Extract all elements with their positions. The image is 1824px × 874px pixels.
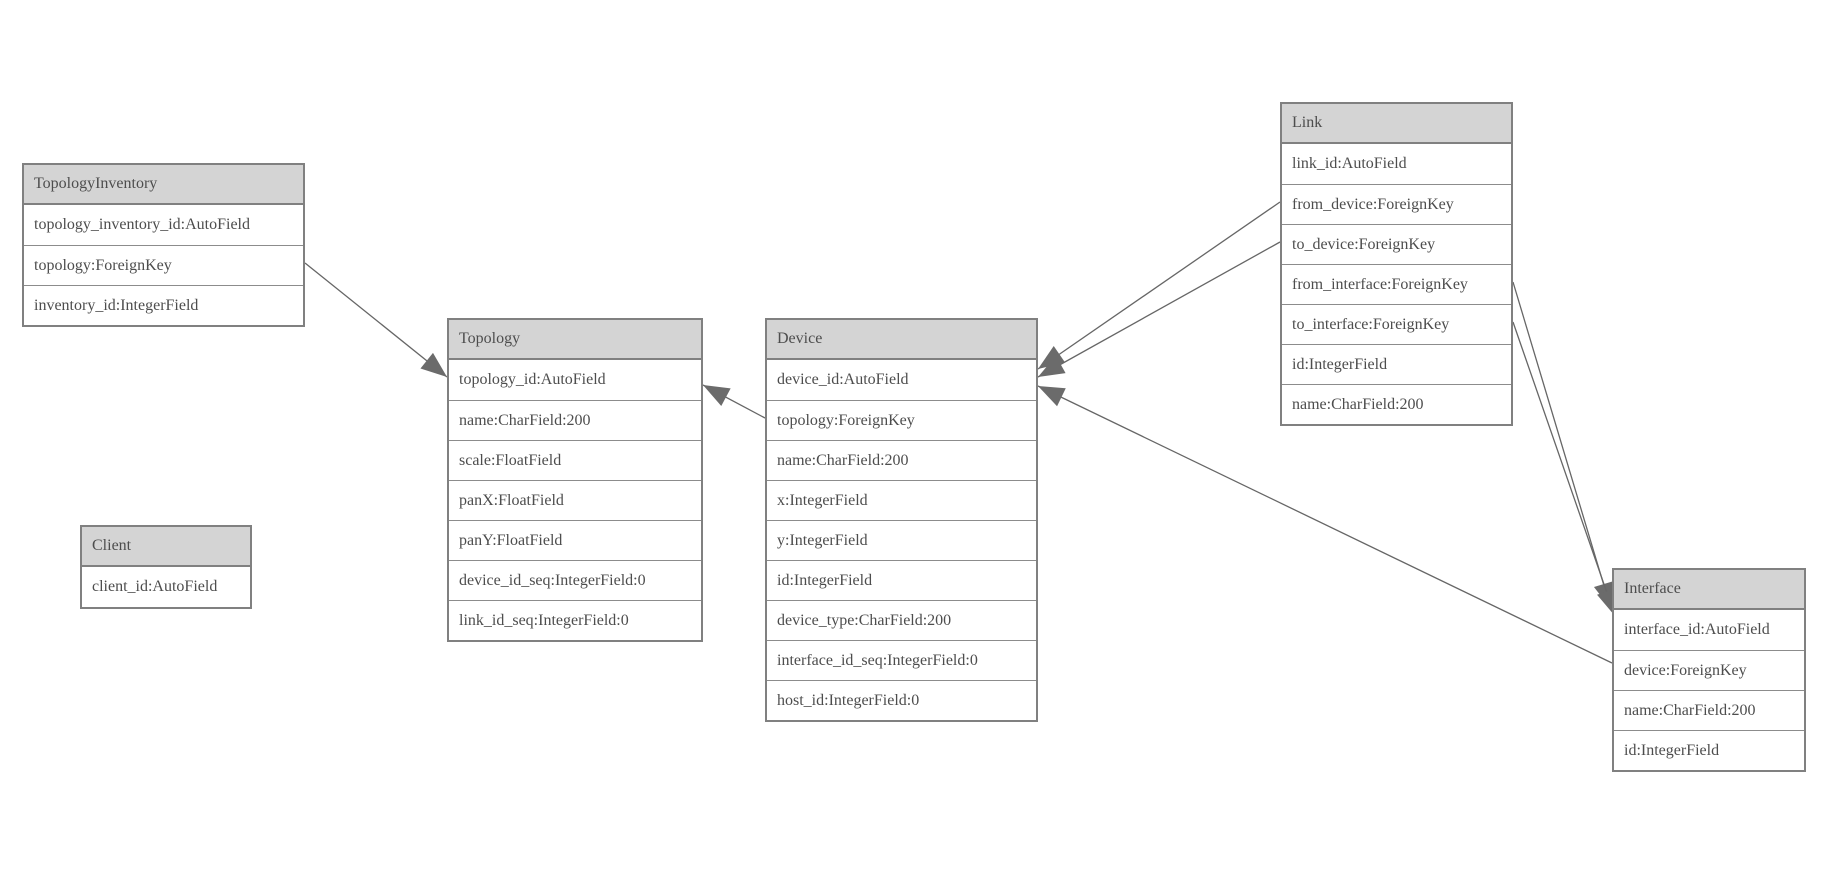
field-row: id:IntegerField [1614,730,1804,770]
field-row: scale:FloatField [449,440,701,480]
field-row: topology_inventory_id:AutoField [24,205,303,245]
field-row: from_device:ForeignKey [1282,184,1511,224]
field-row: client_id:AutoField [82,567,250,607]
edge-interface-device-arrowhead [1038,386,1066,407]
table-topologyinventory-title: TopologyInventory [24,165,303,205]
field-row: to_device:ForeignKey [1282,224,1511,264]
table-topology-title: Topology [449,320,701,360]
field-row: to_interface:ForeignKey [1282,304,1511,344]
field-row: device:ForeignKey [1614,650,1804,690]
field-row: topology:ForeignKey [24,245,303,285]
field-row: inventory_id:IntegerField [24,285,303,325]
edge-device-topology-arrowhead [703,385,731,407]
field-row: link_id:AutoField [1282,144,1511,184]
edge-link-from-device[interactable] [1037,201,1281,370]
field-row: name:CharField:200 [449,400,701,440]
field-row: device_id_seq:IntegerField:0 [449,560,701,600]
field-row: interface_id_seq:IntegerField:0 [767,640,1036,680]
field-row: device_id:AutoField [767,360,1036,400]
field-row: name:CharField:200 [1282,384,1511,424]
edge-device-topology[interactable] [702,384,766,419]
field-row: device_type:CharField:200 [767,600,1036,640]
table-client-title: Client [82,527,250,567]
field-row: interface_id:AutoField [1614,610,1804,650]
field-row: link_id_seq:IntegerField:0 [449,600,701,640]
field-row: topology:ForeignKey [767,400,1036,440]
table-interface-title: Interface [1614,570,1804,610]
field-row: from_interface:ForeignKey [1282,264,1511,304]
field-row: name:CharField:200 [767,440,1036,480]
edge-link-from-interface[interactable] [1512,281,1612,610]
field-row: y:IntegerField [767,520,1036,560]
field-row: panY:FloatField [449,520,701,560]
field-row: name:CharField:200 [1614,690,1804,730]
field-row: host_id:IntegerField:0 [767,680,1036,720]
edge-topologyinventory-topology[interactable] [304,262,448,378]
table-device-title: Device [767,320,1036,360]
field-row: id:IntegerField [767,560,1036,600]
edge-interface-device[interactable] [1037,385,1613,664]
field-row: panX:FloatField [449,480,701,520]
field-row: x:IntegerField [767,480,1036,520]
edge-link-to-device[interactable] [1037,241,1281,378]
field-row: id:IntegerField [1282,344,1511,384]
table-link-title: Link [1282,104,1511,144]
edge-link-to-interface[interactable] [1512,321,1616,617]
field-row: topology_id:AutoField [449,360,701,400]
